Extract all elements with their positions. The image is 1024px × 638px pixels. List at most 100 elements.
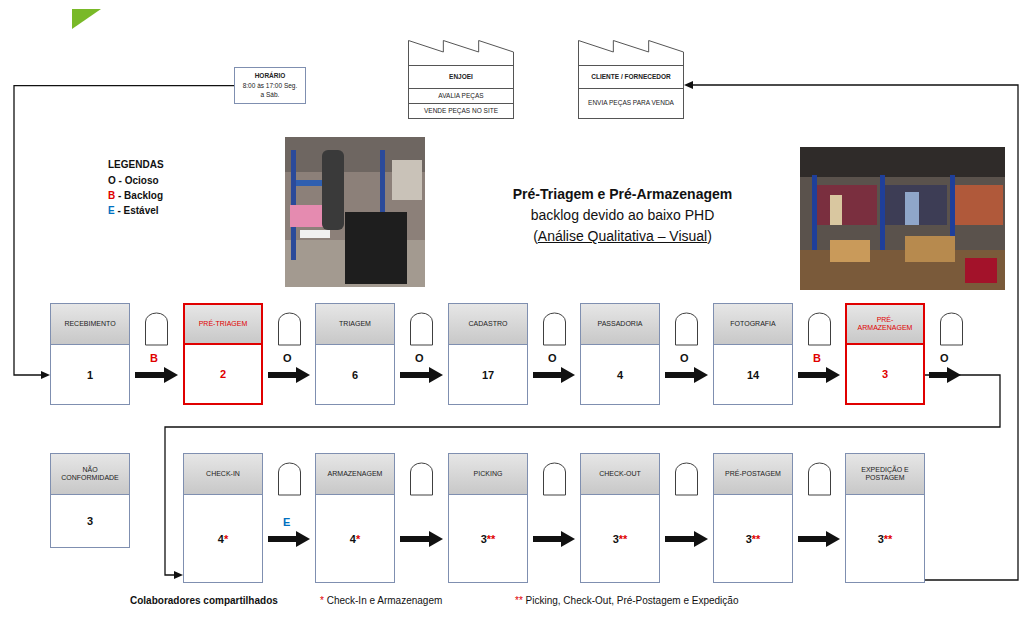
inventory-status: O [940, 353, 949, 364]
process-name: PRÉ-POSTAGEM [713, 453, 793, 495]
process-box: RECEBIMENTO1 [50, 303, 130, 405]
process-name: CADASTRO [448, 303, 528, 345]
hanging-clothes [817, 185, 877, 225]
text-run: ** [515, 595, 523, 606]
inventory-status: O [283, 353, 292, 364]
hanging-clothes [905, 192, 919, 225]
text-run: * [320, 595, 324, 606]
operator-count: 14 [713, 345, 793, 405]
inventory-status: B [813, 353, 821, 364]
text-run: Check-In e Armazenagem [324, 595, 442, 606]
push-arrow [665, 372, 694, 378]
process-box: TRIAGEM6 [315, 303, 395, 405]
process-box: CADASTRO17 [448, 303, 528, 405]
inventory-symbol [676, 313, 698, 345]
photo-background [800, 147, 1005, 290]
text-run: Análise Qualitativa – Visual [538, 228, 707, 244]
legend-text: E - Estável [108, 205, 159, 216]
factory-name: ENJOEI [409, 66, 513, 88]
inventory-status: O [415, 353, 424, 364]
inventory-status: O [548, 353, 557, 364]
factory-roof-outline [409, 41, 514, 66]
operator-count: 1 [50, 345, 130, 405]
process-name: EXPEDIÇÃO E POSTAGEM [845, 453, 925, 495]
push-arrow [400, 536, 429, 542]
legend-text: B - Backlog [108, 190, 163, 201]
legend-text: O - Ocioso [108, 175, 159, 186]
operator-count: 4 [580, 345, 660, 405]
factory-shape: ENJOEIAVALIA PEÇASVENDE PEÇAS NO SITE [408, 40, 514, 119]
inventory-symbol [809, 313, 831, 345]
operator-count: 6 [315, 345, 395, 405]
process-name: CHECK-OUT [580, 453, 660, 495]
footnote: Colaboradores compartilhados [130, 595, 278, 606]
text-run: 3 [878, 533, 884, 545]
text-run: 3 [481, 533, 487, 545]
legend-entry: E - Estável [108, 205, 159, 216]
legend-entry: B - Backlog [108, 190, 163, 201]
process-box: ARMAZENAGEM4* [315, 453, 395, 583]
rack-post [880, 175, 885, 255]
operator-count: 3** [713, 495, 793, 583]
text-run: Picking, Check-Out, Pré-Postagem e Exped… [523, 595, 739, 606]
corner-triangle [72, 9, 101, 29]
operator-count: 3** [580, 495, 660, 583]
legend-heading: LEGENDAS [108, 159, 164, 170]
box-heading: HORÁRIO [241, 72, 299, 80]
inventory-status: O [680, 353, 689, 364]
push-arrow [135, 372, 164, 378]
inventory-status: E [283, 517, 290, 528]
process-box: CHECK-OUT3** [580, 453, 660, 583]
text-run: 4 [218, 533, 224, 545]
process-box: PRÉ-POSTAGEM3** [713, 453, 793, 583]
box-text: 8:00 às 17:00 Seg. a Sáb. [241, 82, 299, 99]
box [905, 236, 955, 262]
crate [965, 258, 997, 283]
factory-activity: ENVIA PEÇAS PARA VENDA [579, 88, 683, 118]
factory-roof [408, 40, 514, 66]
hanging-clothes [830, 195, 842, 225]
inventory-symbol [279, 463, 301, 495]
operator-count: 3** [448, 495, 528, 583]
push-arrow [798, 536, 826, 542]
inventory-symbol [544, 463, 566, 495]
photo-pre-triagem [285, 137, 425, 287]
process-box: CHECK-IN4* [183, 453, 263, 583]
box [830, 240, 870, 262]
operator-count: 2 [183, 345, 263, 405]
process-name: RECEBIMENTO [50, 303, 130, 345]
factory-roof-outline [579, 41, 684, 66]
process-box: EXPEDIÇÃO E POSTAGEM3** [845, 453, 925, 583]
factory-activity: AVALIA PEÇAS [409, 88, 513, 103]
text-run: 3 [613, 533, 619, 545]
push-arrow [268, 372, 296, 378]
push-arrow [533, 536, 561, 542]
text-run: ** [884, 533, 893, 545]
photo-background [285, 137, 425, 287]
text-run: ( [533, 228, 538, 244]
process-name: PRÉ-TRIAGEM [183, 303, 263, 345]
factory-activity: VENDE PEÇAS NO SITE [409, 103, 513, 118]
process-name: PASSADORIA [580, 303, 660, 345]
text-run: * [224, 533, 228, 545]
note-text: backlog devido ao baixo PHD [455, 207, 790, 223]
process-box: PICKING3** [448, 453, 528, 583]
operator-count: 3** [845, 495, 925, 583]
process-box: PRÉ-ARMAZENAGEM3 [845, 303, 925, 405]
text-run: 3 [746, 533, 752, 545]
push-arrow [268, 536, 296, 542]
process-name: TRIAGEM [315, 303, 395, 345]
text-run: ) [707, 228, 712, 244]
legend-entry: O - Ocioso [108, 175, 159, 186]
person [322, 150, 344, 230]
inventory-symbol [411, 313, 433, 345]
inventory-status: B [150, 353, 158, 364]
factory-body: CLIENTE / FORNECEDORENVIA PEÇAS PARA VEN… [578, 65, 684, 119]
text-run: ** [487, 533, 496, 545]
crate [345, 212, 407, 284]
push-arrow [665, 536, 694, 542]
push-arrow [798, 372, 826, 378]
operator-count: 3 [845, 345, 925, 405]
factory-body: ENJOEIAVALIA PEÇASVENDE PEÇAS NO SITE [408, 65, 514, 119]
